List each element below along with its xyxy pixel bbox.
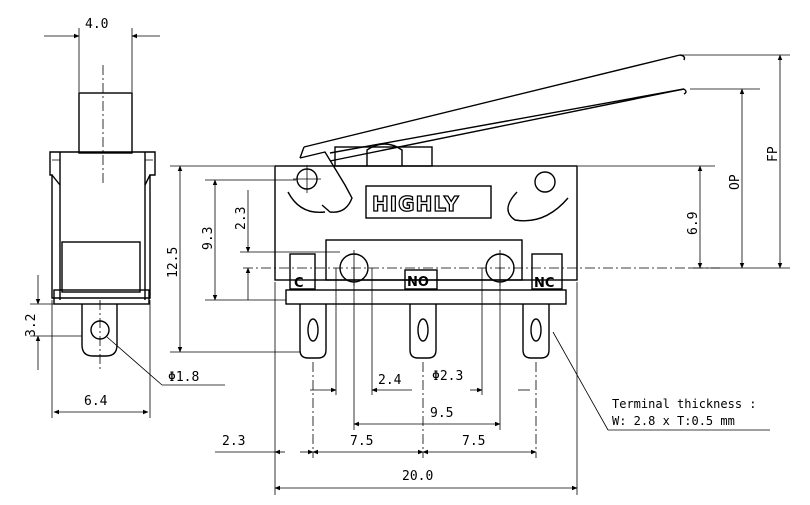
dim-hole-2-3: Φ2.3: [432, 369, 463, 384]
dim-hole-1-8: Φ1.8: [168, 370, 199, 385]
dim-2-3: 2.3: [234, 207, 249, 230]
dim-fp: FP: [766, 146, 781, 162]
terminal-label-nc: NC: [534, 276, 554, 291]
side-view: [49, 65, 156, 372]
dim-6-4: 6.4: [84, 394, 108, 409]
brand-logo: HIGHLY: [372, 192, 459, 216]
note-terminal-dimensions: W: 2.8 x T:0.5 mm: [612, 414, 735, 428]
dim-20-0: 20.0: [402, 469, 433, 484]
front-view: HIGHLY C NO NC: [243, 54, 720, 359]
dim-7-5-right: 7.5: [462, 434, 485, 449]
dim-3-2: 3.2: [24, 314, 39, 337]
dim-9-3: 9.3: [201, 227, 216, 250]
dim-9-5: 9.5: [430, 406, 453, 421]
dim-2-4: 2.4: [378, 373, 402, 388]
dim-6-9: 6.9: [686, 212, 701, 235]
dim-op: OP: [728, 174, 743, 190]
side-dimensions: 4.0 6.4 3.2 Φ1.8: [24, 17, 225, 418]
terminal-label-no: NO: [407, 275, 429, 290]
dim-2-3-left: 2.3: [222, 434, 245, 449]
note-terminal-thickness: Terminal thickness :: [612, 397, 757, 411]
dim-7-5-left: 7.5: [350, 434, 373, 449]
terminal-label-c: C: [294, 276, 304, 291]
dim-12-5: 12.5: [166, 247, 181, 278]
front-dimensions: 12.5 9.3 2.3 6.9 OP FP 2.4: [166, 54, 790, 495]
dim-4-0: 4.0: [85, 17, 108, 32]
